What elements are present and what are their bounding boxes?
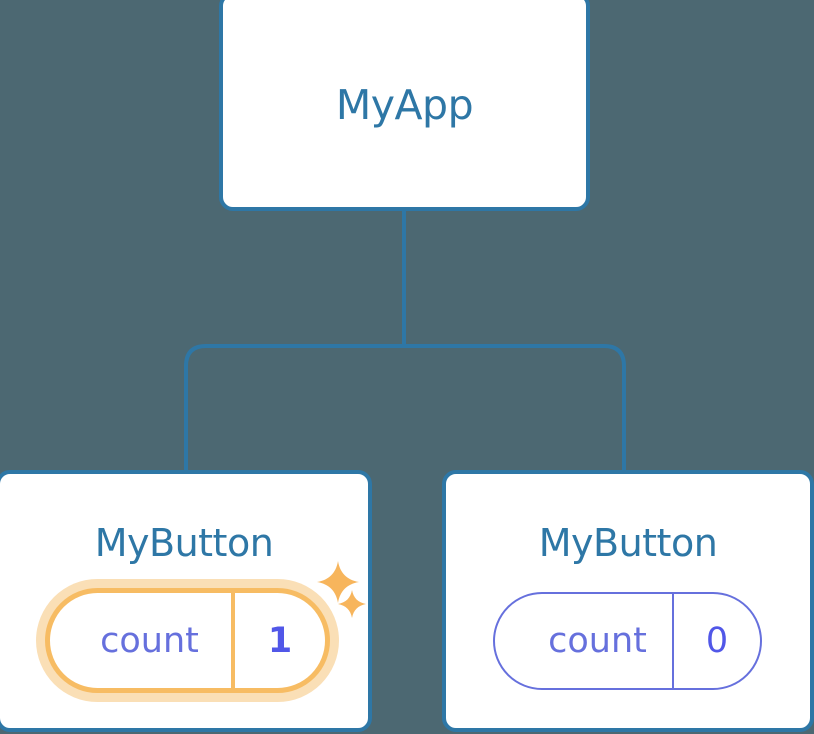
node-title: MyButton	[538, 521, 718, 565]
node-title: MyButton	[94, 521, 274, 565]
state-pill-value: 0	[672, 594, 760, 688]
state-pill-key: count	[100, 620, 199, 661]
state-pill-highlighted[interactable]: count 1	[45, 588, 330, 693]
state-pill-key: count	[548, 621, 647, 661]
node-card-mybutton-right[interactable]: MyButton	[442, 470, 814, 732]
state-pill-value: 1	[231, 593, 325, 688]
state-pill-plain[interactable]: count 0	[493, 592, 762, 690]
edge-bus	[184, 344, 626, 470]
node-title: MyApp	[335, 81, 474, 129]
node-card-myapp[interactable]: MyApp	[219, 0, 590, 211]
